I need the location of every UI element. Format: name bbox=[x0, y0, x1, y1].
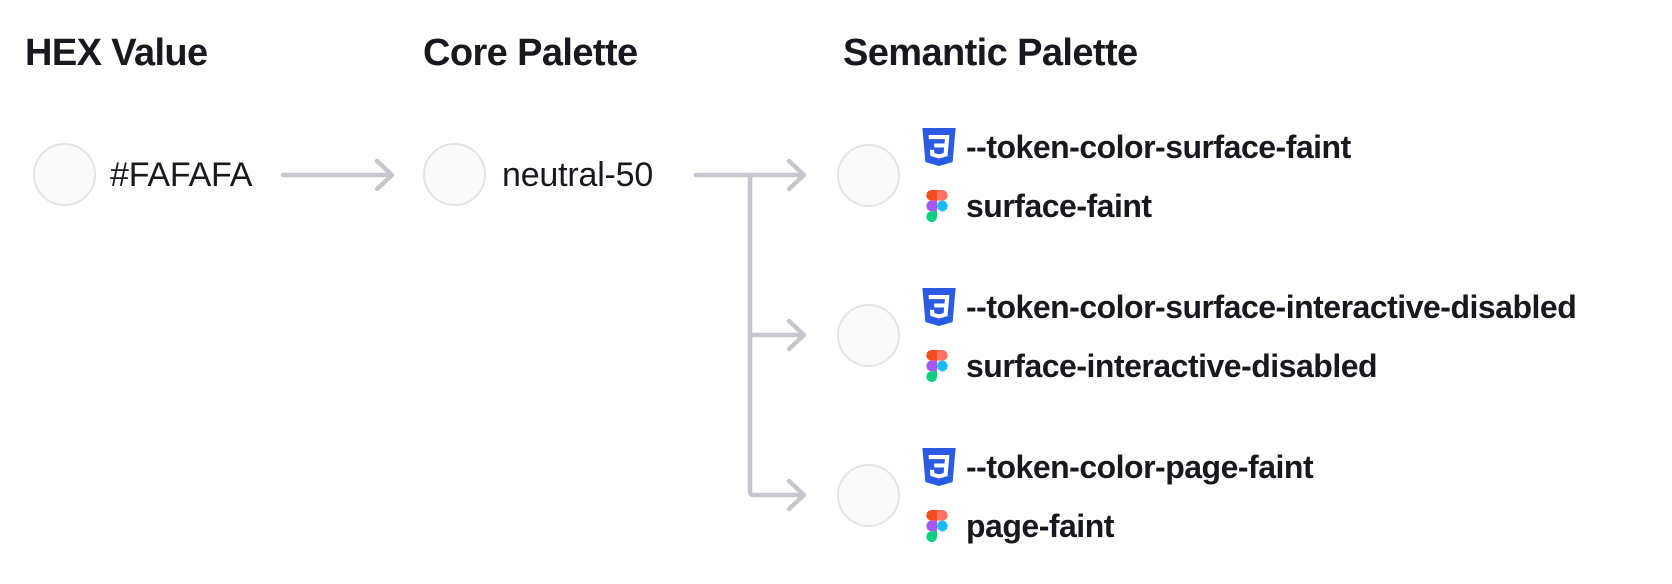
figma-icon bbox=[920, 350, 966, 382]
semantic-palette-heading: Semantic Palette bbox=[843, 32, 1138, 74]
core-palette-heading: Core Palette bbox=[423, 32, 638, 74]
figma-icon bbox=[920, 190, 966, 222]
semantic-color-swatch bbox=[837, 464, 900, 527]
figma-token-row: surface-interactive-disabled bbox=[920, 348, 1378, 384]
hex-value-heading: HEX Value bbox=[25, 32, 208, 74]
figma-token-row: page-faint bbox=[920, 508, 1114, 544]
hex-color-swatch bbox=[33, 143, 96, 206]
core-color-swatch bbox=[423, 143, 486, 206]
css-token-row: --token-color-surface-faint bbox=[920, 126, 1351, 168]
figma-token-label: page-faint bbox=[966, 508, 1114, 544]
css-token-row: --token-color-surface-interactive-disabl… bbox=[920, 286, 1577, 328]
figma-token-label: surface-interactive-disabled bbox=[966, 348, 1378, 384]
figma-icon bbox=[920, 510, 966, 542]
semantic-color-swatch bbox=[837, 304, 900, 367]
css-token-label: --token-color-surface-interactive-disabl… bbox=[966, 289, 1577, 325]
branch-connector-icon bbox=[693, 158, 807, 512]
figma-token-row: surface-faint bbox=[920, 188, 1152, 224]
hex-value-label: #FAFAFA bbox=[110, 156, 253, 194]
css-token-label: --token-color-page-faint bbox=[966, 449, 1314, 485]
css-token-label: --token-color-surface-faint bbox=[966, 129, 1351, 165]
css3-icon bbox=[920, 286, 966, 328]
css3-icon bbox=[920, 446, 966, 488]
css-token-row: --token-color-page-faint bbox=[920, 446, 1314, 488]
arrow-icon bbox=[280, 158, 395, 192]
semantic-color-swatch bbox=[837, 144, 900, 207]
css3-icon bbox=[920, 126, 966, 168]
figma-token-label: surface-faint bbox=[966, 188, 1152, 224]
core-token-label: neutral-50 bbox=[502, 156, 654, 194]
